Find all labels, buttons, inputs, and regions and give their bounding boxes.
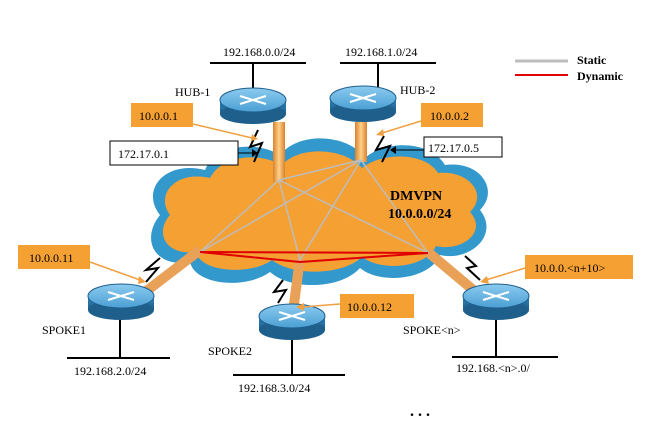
link-hub1 <box>273 122 285 182</box>
hub1-public-ip: 172.17.0.1 <box>118 147 169 161</box>
spoke2-name: SPOKE2 <box>208 344 252 358</box>
lightning-icon <box>271 279 289 304</box>
router-arrows-icon <box>239 95 267 105</box>
hub1-tunnel-ip: 10.0.0.1 <box>139 109 178 123</box>
spoke1-tunnel-ip-box: 10.0.0.11 <box>18 245 146 284</box>
spoke1-name: SPOKE1 <box>42 323 86 337</box>
hub2-tunnel-ip-box: 10.0.0.2 <box>376 103 483 136</box>
spoken-name: SPOKE<n> <box>403 323 461 337</box>
legend-dynamic-label: Dynamic <box>577 69 624 83</box>
link-spoken <box>424 248 482 298</box>
physical-links <box>136 122 482 313</box>
dmvpn-cloud <box>151 138 488 286</box>
hub2-public-ip: 172.17.0.5 <box>428 141 479 155</box>
hub1-tunnel-ip-box: 10.0.0.1 <box>131 103 258 141</box>
static-tunnels <box>199 159 429 261</box>
lan-segments <box>67 62 558 376</box>
router-arrows-icon <box>482 291 510 301</box>
hub1-lan-label: 192.168.0.0/24 <box>223 45 295 59</box>
spoke2-tunnel-ip-box: 10.0.0.12 <box>296 294 414 318</box>
legend: Static Dynamic <box>515 53 624 83</box>
router-spoke1 <box>87 283 155 320</box>
router-spoke2 <box>258 303 326 340</box>
hub1-public-ip-box: 172.17.0.1 <box>109 140 258 166</box>
dynamic-tunnels <box>199 251 429 263</box>
spoke1-tunnel-ip: 10.0.0.11 <box>29 251 74 265</box>
hub2-public-ip-box: 172.17.0.5 <box>390 136 503 158</box>
lightning-icon <box>373 135 392 163</box>
router-arrows-icon <box>278 311 306 321</box>
lightning-icon <box>464 255 481 281</box>
legend-static-label: Static <box>577 53 607 67</box>
hub2-lan-label: 192.168.1.0/24 <box>345 45 417 59</box>
hub2-name: HUB-2 <box>400 83 435 97</box>
link-spoke2 <box>288 257 305 313</box>
spoke2-lan-label: 192.168.3.0/24 <box>238 381 310 395</box>
serial-link-icons <box>142 129 481 304</box>
spoken-lan-label: 192.168.<n>.0/ <box>456 361 531 375</box>
more-spokes-ellipsis: . . . <box>410 403 430 420</box>
spoke2-tunnel-ip: 10.0.0.12 <box>347 300 392 314</box>
link-spoke1 <box>136 246 204 300</box>
lightning-icon <box>142 257 161 283</box>
spoken-tunnel-ip-box: 10.0.0.<n+10> <box>480 255 633 284</box>
link-hub2 <box>355 122 367 162</box>
spoke1-lan-label: 192.168.2.0/24 <box>74 364 146 378</box>
router-arrows-icon <box>107 291 135 301</box>
hub2-tunnel-ip: 10.0.0.2 <box>430 109 469 123</box>
cloud-title: DMVPN <box>390 189 442 204</box>
router-arrows-icon <box>349 93 377 103</box>
router-spoken <box>462 283 530 320</box>
spoken-tunnel-ip: 10.0.0.<n+10> <box>534 261 606 275</box>
router-hub1 <box>219 87 287 124</box>
hub1-name: HUB-1 <box>175 85 210 99</box>
router-hub2 <box>329 85 397 122</box>
cloud-subnet: 10.0.0.0/24 <box>388 207 451 222</box>
